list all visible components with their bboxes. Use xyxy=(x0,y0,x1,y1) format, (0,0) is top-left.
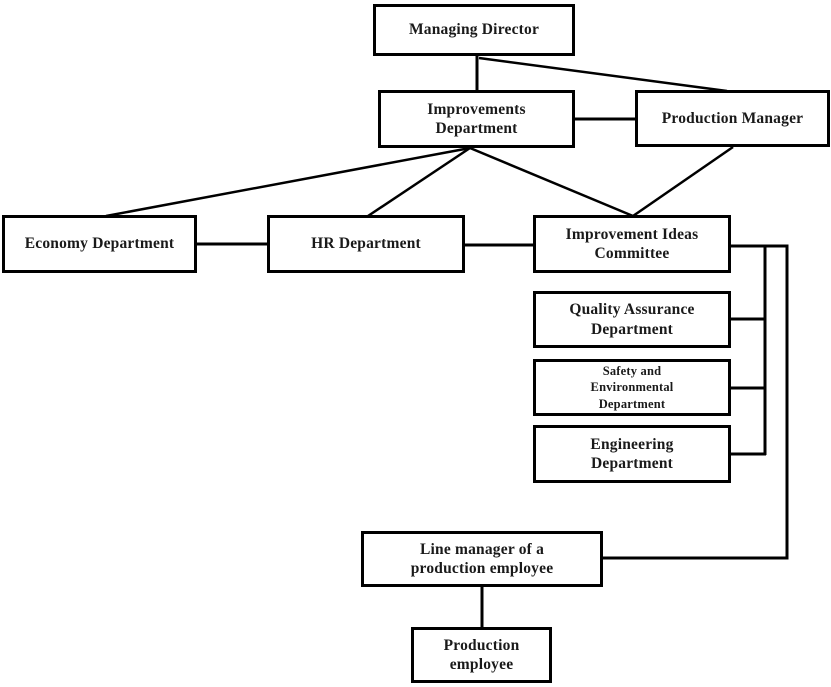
node-label: Production Manager xyxy=(661,109,804,127)
node-line-manager: Line manager of a production employee xyxy=(361,531,603,587)
edge-production-manager-to-iic xyxy=(632,145,734,218)
node-improvements-department: Improvements Department xyxy=(378,90,575,148)
node-label: HR Department xyxy=(311,235,421,253)
node-label: Managing Director xyxy=(408,21,540,39)
node-production-employee: Production employee xyxy=(411,627,552,683)
node-label: Improvement Ideas Committee xyxy=(565,225,699,262)
node-label: Line manager of a production employee xyxy=(410,540,554,577)
node-economy-department: Economy Department xyxy=(2,215,197,273)
node-label: Improvements Department xyxy=(427,100,526,137)
node-quality-assurance-department: Quality Assurance Department xyxy=(533,291,731,348)
node-label: Quality Assurance Department xyxy=(569,301,695,338)
node-improvement-ideas-committee: Improvement Ideas Committee xyxy=(533,215,731,273)
edge-managing-to-production-manager xyxy=(478,56,728,93)
edge-improvements-to-economy xyxy=(105,146,471,218)
node-safety-environmental-department: Safety and Environmental Department xyxy=(533,359,731,416)
node-label: Economy Department xyxy=(24,235,175,253)
node-engineering-department: Engineering Department xyxy=(533,425,731,483)
node-label: Safety and Environmental Department xyxy=(590,364,674,411)
node-production-manager: Production Manager xyxy=(635,90,830,147)
node-managing-director: Managing Director xyxy=(373,4,575,56)
node-label: Engineering Department xyxy=(590,435,674,472)
edge-improvements-to-iic xyxy=(469,146,634,218)
node-label: Production employee xyxy=(443,636,520,673)
node-hr-department: HR Department xyxy=(267,215,465,273)
edge-improvements-to-hr xyxy=(367,146,471,218)
